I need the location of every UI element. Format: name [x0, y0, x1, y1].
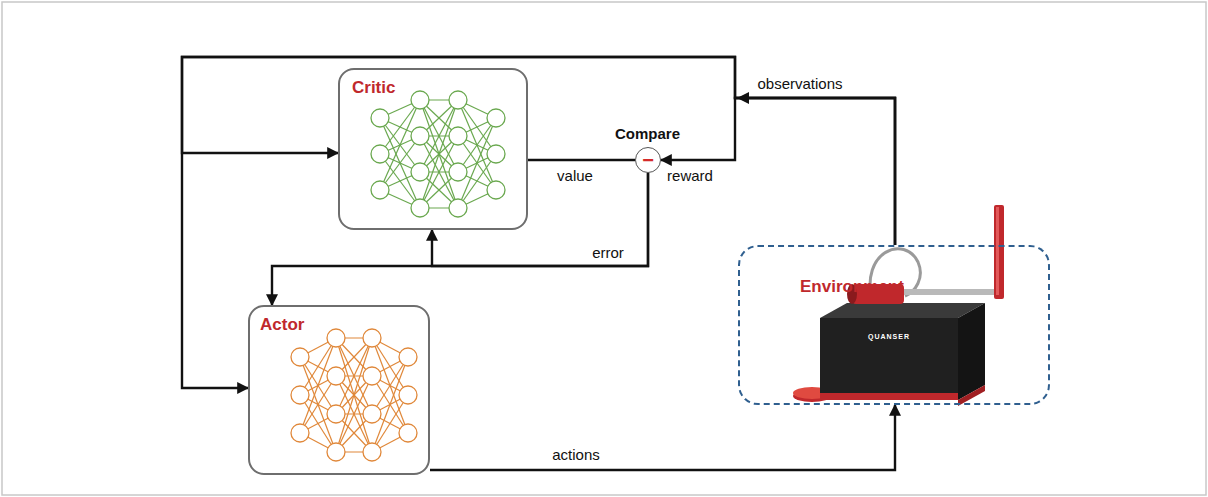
net-neuron	[411, 127, 429, 145]
signal-arrow	[661, 98, 895, 245]
net-link	[458, 154, 496, 208]
brand-label: QUANSER	[868, 333, 910, 340]
red-base-side	[958, 385, 985, 406]
signal-arrow	[430, 405, 895, 470]
cube-front	[820, 318, 958, 400]
net-link	[336, 338, 372, 452]
node-title: Actor	[260, 316, 304, 335]
rod-highlight	[996, 207, 999, 295]
net-neuron	[327, 367, 345, 385]
signal-arrow	[432, 173, 648, 266]
edge-label: reward	[665, 168, 715, 185]
net-neuron	[327, 443, 345, 461]
net-link	[300, 376, 336, 433]
net-neuron	[363, 367, 381, 385]
net-neuron	[291, 348, 309, 366]
net-neuron	[487, 145, 505, 163]
quanser-device	[793, 205, 1004, 406]
net-neuron	[399, 386, 417, 404]
net-neuron	[327, 329, 345, 347]
red-base	[820, 393, 958, 400]
net-neuron	[327, 405, 345, 423]
net-neuron	[363, 443, 381, 461]
signal-arrow	[528, 159, 635, 161]
environment-box: Environment	[738, 245, 1050, 405]
net-link	[372, 395, 408, 452]
net-neuron	[449, 91, 467, 109]
cube-top	[820, 303, 985, 318]
edge-label: value	[555, 168, 595, 185]
net-neuron	[291, 386, 309, 404]
actor-box: Actor	[248, 305, 430, 475]
net-neuron	[363, 405, 381, 423]
critic-box: Critic	[338, 68, 528, 230]
net-neuron	[487, 109, 505, 127]
net-neuron	[399, 424, 417, 442]
net-neuron	[363, 329, 381, 347]
edge-label: actions	[550, 447, 602, 464]
net-neuron	[449, 199, 467, 217]
net-neuron	[399, 348, 417, 366]
net-neuron	[371, 109, 389, 127]
node-title: Environment	[800, 278, 904, 297]
rotary-arm	[904, 289, 996, 295]
net-neuron	[411, 199, 429, 217]
pendulum-rod	[994, 205, 1004, 299]
net-neuron	[371, 181, 389, 199]
net-link	[420, 100, 458, 208]
net-neuron	[487, 181, 505, 199]
node-title: Critic	[352, 79, 395, 98]
net-link	[420, 100, 458, 208]
net-neuron	[411, 163, 429, 181]
compare-circle: Compare−	[635, 147, 661, 173]
net-neuron	[371, 145, 389, 163]
signal-arrow	[182, 57, 895, 245]
cube-side	[958, 303, 985, 400]
signal-arrow	[272, 173, 648, 305]
net-neuron	[291, 424, 309, 442]
signal-arrow	[182, 57, 895, 388]
net-link	[336, 338, 372, 452]
net-neuron	[449, 163, 467, 181]
net-neuron	[411, 91, 429, 109]
compare-heading: Compare	[615, 126, 680, 143]
neural-nets	[291, 91, 505, 461]
minus-sign: −	[636, 148, 660, 172]
net-link	[380, 136, 420, 190]
net-neuron	[449, 127, 467, 145]
edge-label: error	[590, 245, 626, 262]
edge-label: observations	[755, 76, 844, 93]
